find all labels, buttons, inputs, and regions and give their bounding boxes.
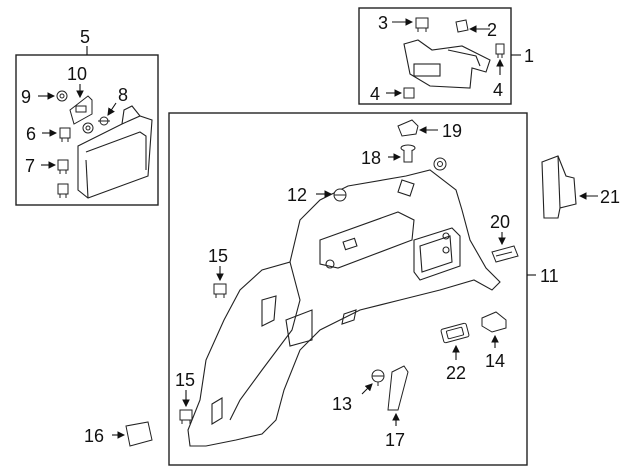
part-4-clip-right [495,43,505,58]
part-nut-center [82,122,94,134]
part-7-clip [57,159,69,174]
callout-16: 16 [84,426,104,446]
callout-18: 18 [361,148,381,168]
callout-8: 8 [118,85,128,105]
part-8-screw [98,116,110,126]
callout-20: 20 [490,212,510,232]
callout-17: 17 [385,430,405,450]
callout-15-lower: 15 [175,370,195,390]
part-9-nut [56,90,68,102]
part-21-panel [541,155,577,219]
part-18-push-pin [400,144,416,163]
group-box-1 [358,7,512,105]
part-15-clip-upper [213,283,227,298]
part-12-screw [333,188,347,202]
part-14-cap [481,311,507,333]
part-5-trim-panel [77,105,153,199]
callout-12: 12 [287,185,307,205]
callout-21: 21 [600,187,620,207]
callout-22: 22 [446,363,466,383]
part-16-cover [125,421,153,447]
part-20-cover [491,245,519,263]
part-17-trim-strip [387,365,409,411]
callout-4-left: 4 [370,84,380,104]
callout-11: 11 [540,266,559,286]
leader-13 [361,383,373,395]
part-6-clip [59,127,71,142]
part-13-screw [371,369,385,386]
part-15-clip-lower [179,409,193,424]
part-4-clip-left [403,87,415,99]
leader-8 [107,102,117,116]
callout-10: 10 [67,64,87,84]
callout-19: 19 [442,121,462,141]
part-1-trim-bracket [403,39,491,89]
callout-15-upper: 15 [208,246,228,266]
part-grommet [433,157,447,171]
part-3-clip [415,17,429,32]
group-box-11 [168,112,528,466]
callout-3: 3 [378,13,388,33]
callout-4-right: 4 [493,80,503,100]
part-19-clip [397,119,419,137]
callout-9: 9 [21,87,31,107]
callout-5: 5 [80,27,90,47]
callout-2: 2 [487,20,497,40]
part-10-bracket [69,95,93,125]
callout-6: 6 [26,124,36,144]
callout-14: 14 [485,351,505,371]
part-11-quarter-trim-panel [187,169,501,447]
part-22-cover [440,322,470,344]
callout-1: 1 [524,46,534,66]
callout-13: 13 [332,394,352,414]
part-clip-lower [57,183,69,198]
callout-7: 7 [25,156,35,176]
part-2-clip [455,19,469,33]
